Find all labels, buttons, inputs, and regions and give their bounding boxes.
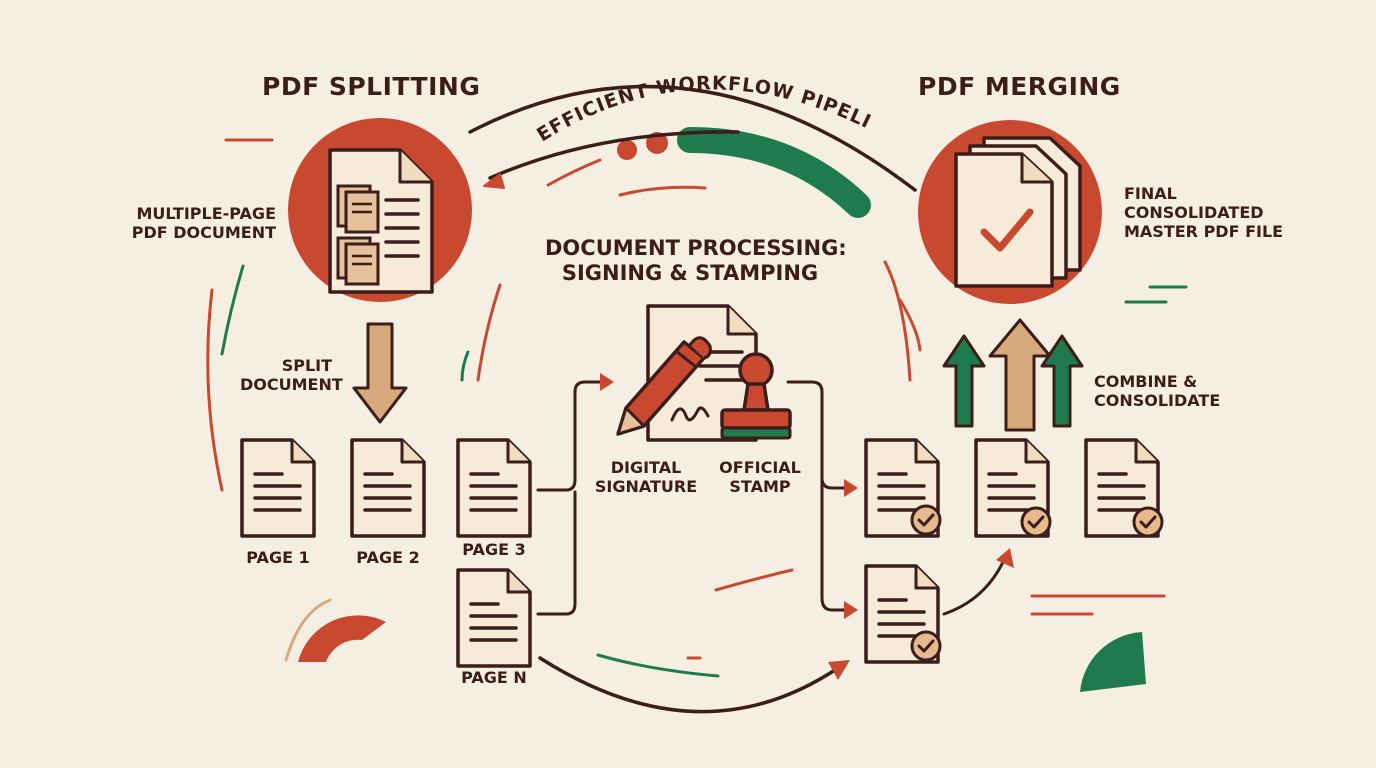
- return-arrowhead: [483, 173, 505, 189]
- to-processing-connectors: [536, 380, 606, 616]
- page-2-icon: [350, 438, 426, 538]
- combine-arrows: [942, 318, 1084, 432]
- decor-arc-red: [298, 615, 386, 662]
- arrowhead: [828, 660, 850, 680]
- multi-page-document-icon: [336, 184, 420, 286]
- check-badge-icon: [910, 504, 942, 536]
- stamp-label: OFFICIAL STAMP: [712, 458, 808, 496]
- curve-arrow: [942, 558, 1006, 616]
- stamp-icon: [720, 352, 792, 440]
- page-3-icon: [456, 438, 532, 538]
- pipeline-return-arrow: [488, 130, 740, 180]
- split-label: SPLIT DOCUMENT: [240, 356, 343, 395]
- final-document-circle: [918, 120, 1102, 304]
- split-label-line: SPLIT: [281, 356, 332, 375]
- page-3-label: PAGE 3: [462, 540, 526, 559]
- check-badge-icon: [1020, 506, 1052, 538]
- final-label-line: CONSOLIDATED: [1124, 203, 1264, 223]
- source-label: MULTIPLE-PAGE PDF DOCUMENT: [110, 204, 276, 242]
- checked-stack-icon: [954, 136, 1082, 288]
- page-1-label: PAGE 1: [246, 548, 310, 567]
- stamp-label-line: OFFICIAL: [719, 458, 801, 477]
- page-n-icon: [456, 568, 532, 668]
- split-arrow-icon: [352, 322, 408, 424]
- arrowhead: [996, 548, 1014, 568]
- arrowhead: [844, 601, 858, 619]
- processing-title-line: SIGNING & STAMPING: [561, 261, 819, 286]
- source-label-line: PDF DOCUMENT: [131, 223, 276, 243]
- merging-title: PDF MERGING: [918, 72, 1121, 101]
- decor-leaf-green: [1080, 632, 1146, 692]
- stamp-label-line: STAMP: [729, 477, 791, 497]
- source-document-circle: [288, 118, 472, 302]
- decorations: [206, 127, 1188, 678]
- splitting-title: PDF SPLITTING: [262, 72, 481, 101]
- arrowhead: [844, 479, 858, 497]
- signature-label-line: DIGITAL: [610, 458, 682, 477]
- final-label-line: MASTER PDF FILE: [1124, 222, 1284, 242]
- decor-dot: [617, 140, 637, 160]
- final-label: FINAL CONSOLIDATED MASTER PDF FILE: [1124, 184, 1283, 242]
- arrowhead: [600, 373, 614, 391]
- bottom-arc: [538, 656, 840, 714]
- pipeline-top-arc: [468, 84, 917, 192]
- processing-title: DOCUMENT PROCESSING: SIGNING & STAMPING: [545, 236, 847, 286]
- source-label-line: MULTIPLE-PAGE: [136, 204, 276, 223]
- page-1-icon: [240, 438, 316, 538]
- pen-icon: [616, 336, 712, 436]
- check-badge-icon: [1132, 506, 1164, 538]
- combine-label: COMBINE & CONSOLIDATE: [1094, 372, 1220, 410]
- signature-label-line: SIGNATURE: [594, 477, 698, 497]
- page-n-label: PAGE N: [461, 668, 527, 687]
- signature-label: DIGITAL SIGNATURE: [590, 458, 702, 496]
- combine-label-line: COMBINE &: [1094, 372, 1198, 391]
- processing-title-line: DOCUMENT PROCESSING:: [545, 236, 847, 260]
- check-badge-icon: [910, 630, 942, 662]
- combine-label-line: CONSOLIDATE: [1094, 391, 1221, 411]
- page-2-label: PAGE 2: [356, 548, 420, 567]
- split-label-line: DOCUMENT: [240, 375, 343, 395]
- from-processing-connectors: [786, 380, 848, 612]
- final-label-line: FINAL: [1124, 184, 1177, 203]
